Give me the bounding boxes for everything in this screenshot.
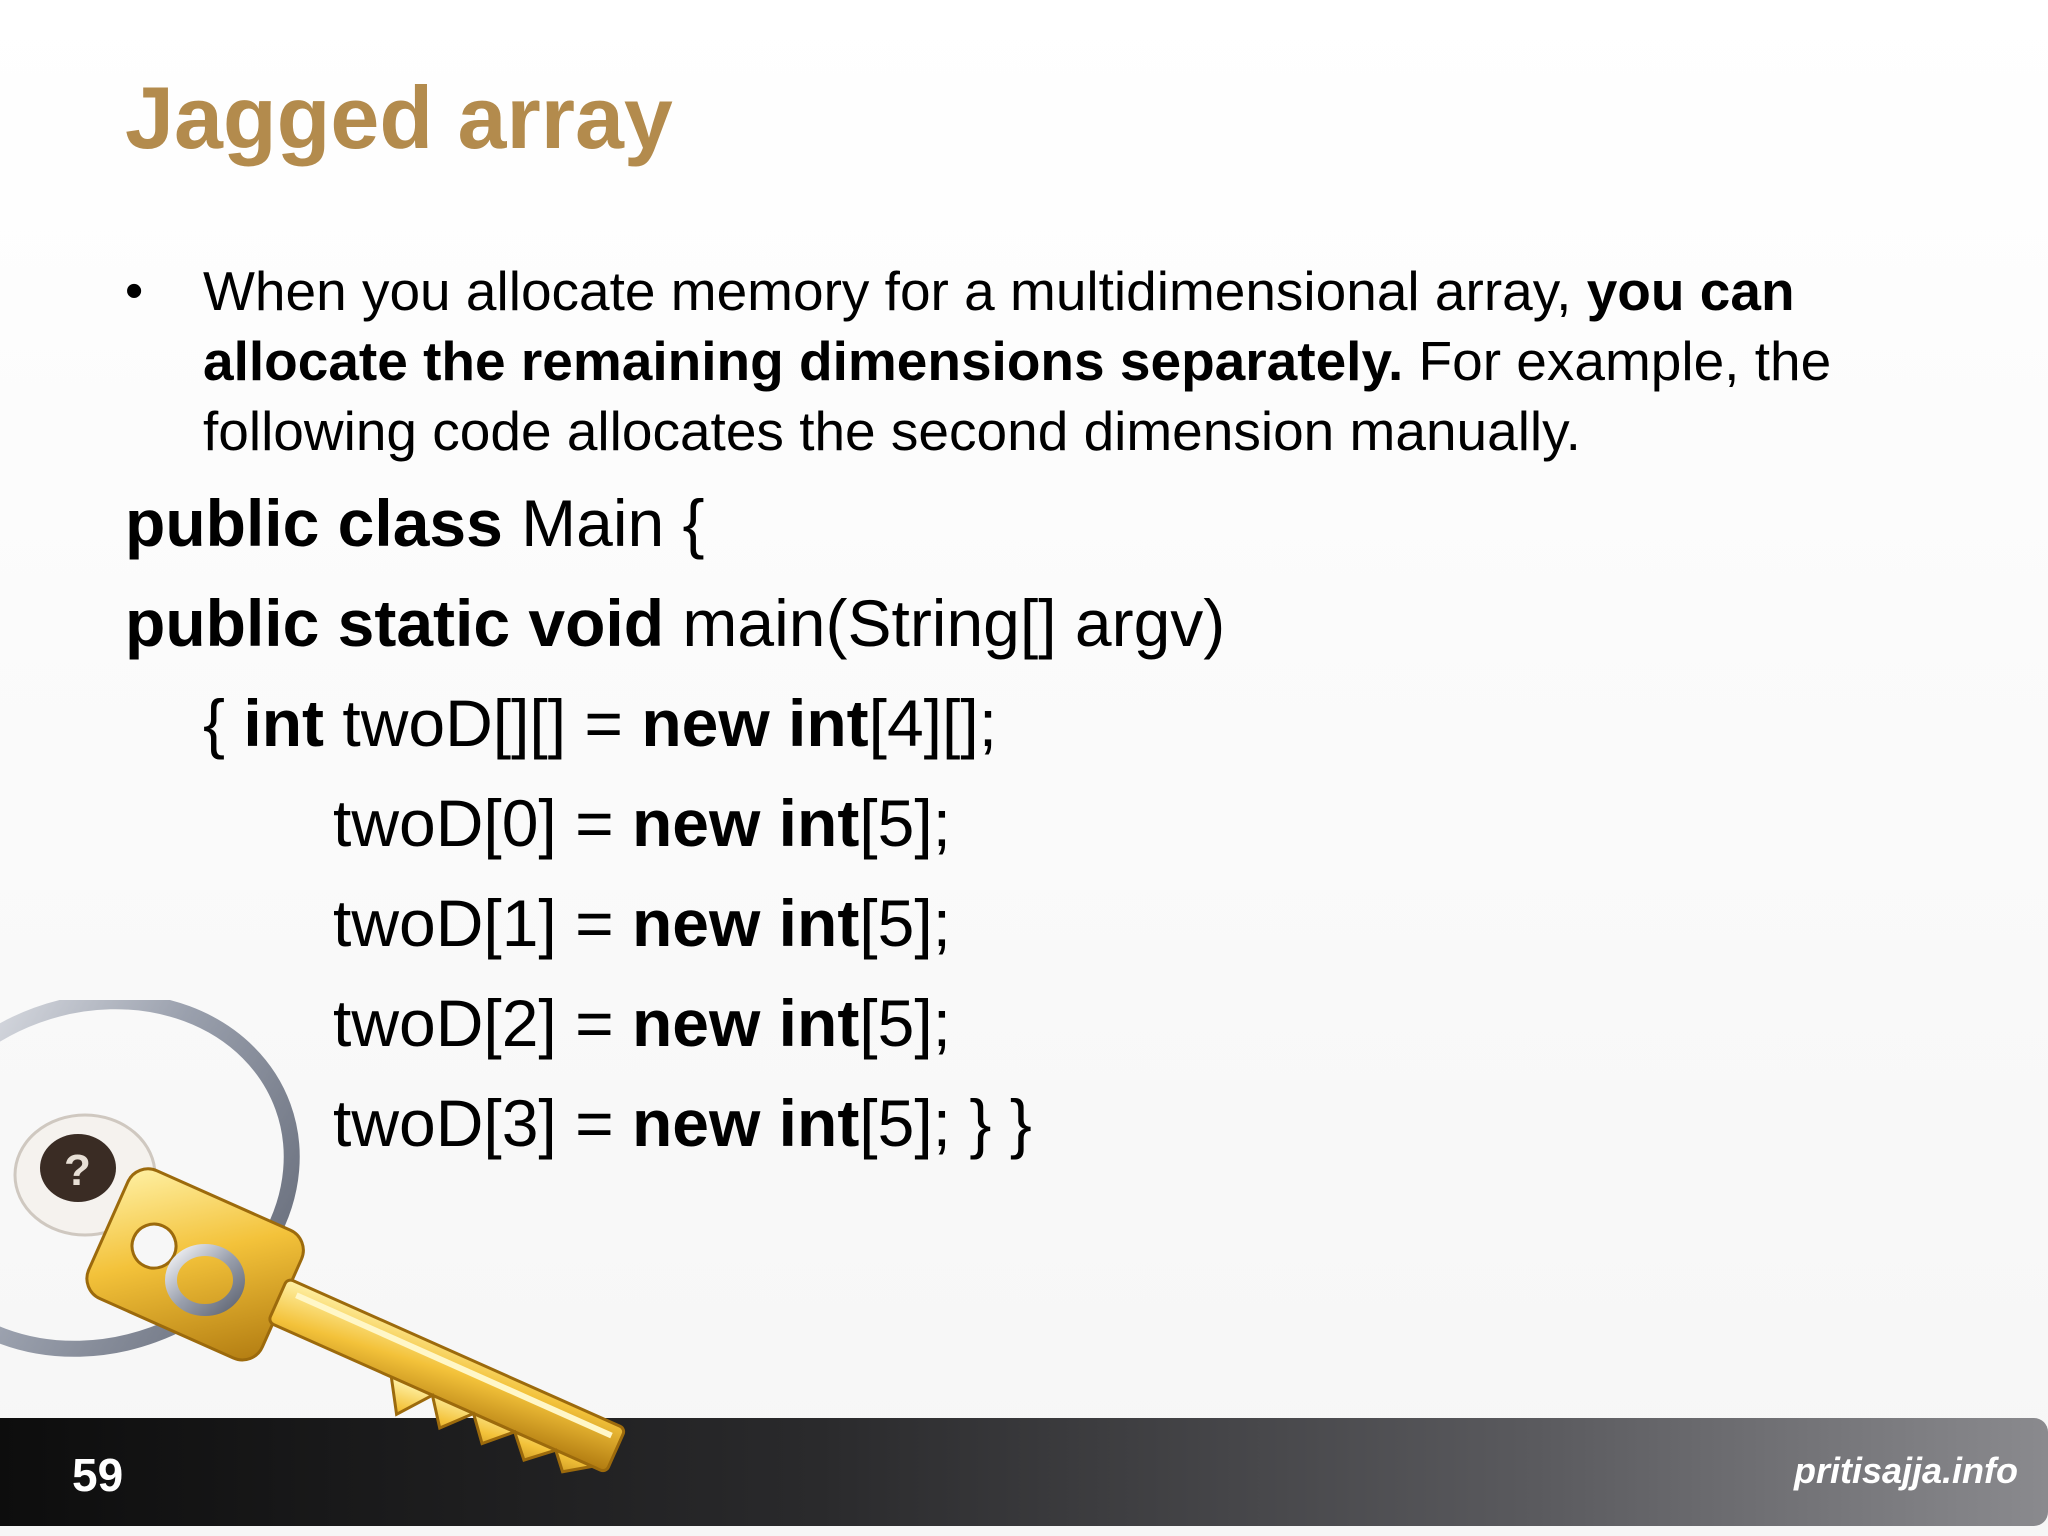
code-line-2: public static void main(String[] argv) — [125, 590, 1225, 656]
code-line-7: twoD[3] = new int[5]; } } — [333, 1090, 1032, 1156]
svg-text:?: ? — [64, 1146, 91, 1195]
code-line-3: { int twoD[][] = new int[4][]; — [203, 690, 997, 756]
footer-bar — [0, 1418, 2048, 1526]
key-and-ring-icon: ? — [0, 1000, 626, 1474]
code-keyword: new int — [631, 886, 860, 960]
code-keyword: new int — [631, 1086, 860, 1160]
code-keyword: public class — [125, 486, 503, 560]
code-line-5: twoD[1] = new int[5]; — [333, 890, 951, 956]
bullet-text-bold: you can allocate the remaining dimension… — [203, 260, 1795, 392]
code-line-6: twoD[2] = new int[5]; — [333, 990, 951, 1056]
code-text: twoD[3] = — [333, 1086, 632, 1160]
code-line-4: twoD[0] = new int[5]; — [333, 790, 951, 856]
code-keyword: public static void — [125, 586, 665, 660]
code-text: twoD[][] = — [324, 686, 642, 760]
code-text: [5]; } } — [859, 1086, 1032, 1160]
code-text: twoD[1] = — [333, 886, 632, 960]
code-text: main(String[] argv) — [664, 586, 1226, 660]
code-text: { — [203, 686, 244, 760]
code-text: [5]; — [859, 986, 952, 1060]
bullet-text-part2: For example, the following code allocate… — [203, 330, 1832, 462]
bullet-text: When you allocate memory for a multidime… — [203, 256, 1943, 466]
code-keyword: new int — [631, 986, 860, 1060]
page-number: 59 — [72, 1449, 124, 1501]
slide-title: Jagged array — [125, 68, 673, 167]
code-text: Main { — [502, 486, 705, 560]
code-text: twoD[2] = — [333, 986, 632, 1060]
code-text: [4][]; — [868, 686, 998, 760]
code-line-1: public class Main { — [125, 490, 705, 556]
code-text: [5]; — [859, 786, 952, 860]
bullet-marker: • — [125, 262, 144, 320]
site-name: pritisajja.info — [1793, 1450, 2018, 1491]
code-text: twoD[0] = — [333, 786, 632, 860]
code-keyword: new int — [641, 686, 869, 760]
bullet-text-part1: When you allocate memory for a multidime… — [203, 260, 1587, 322]
code-keyword: int — [243, 686, 325, 760]
code-text: [5]; — [859, 886, 952, 960]
code-keyword: new int — [631, 786, 860, 860]
